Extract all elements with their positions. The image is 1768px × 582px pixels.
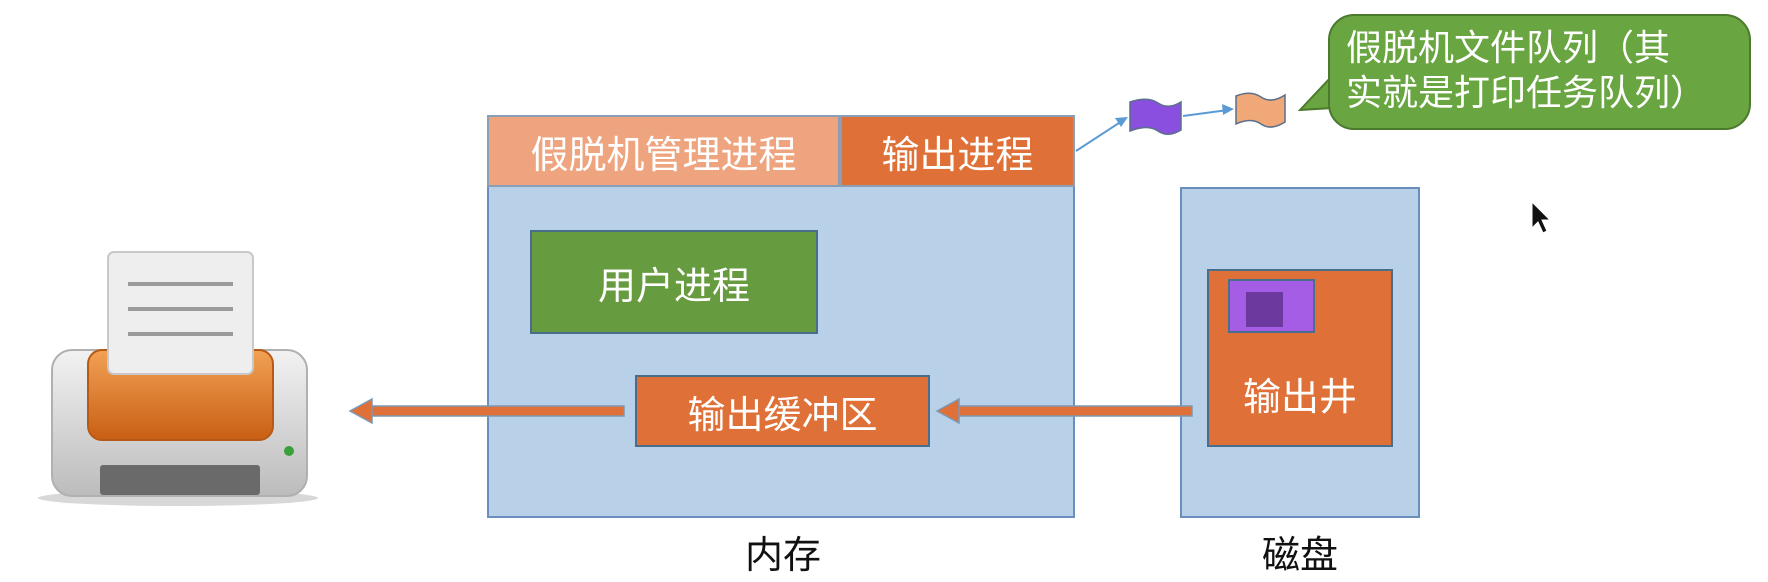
arrow-well-to-buffer [935,397,1193,425]
output-buffer: 输出缓冲区 [635,375,930,447]
printer-icon [38,251,318,506]
spool-manager-process: 假脱机管理进程 [487,115,840,187]
user-process-label: 用户进程 [597,263,750,308]
output-process-label: 输出进程 [881,132,1034,177]
queue-flag-icon [1129,98,1182,135]
output-process: 输出进程 [840,115,1075,187]
queue-flag-icon-2 [1235,92,1286,128]
spool-file-block-inner [1246,292,1283,327]
callout-bubble: 假脱机文件队列（其 实就是打印任务队列） [1328,14,1751,130]
cursor-icon [1531,200,1552,234]
disk-caption: 磁盘 [1261,532,1338,577]
output-buffer-label: 输出缓冲区 [687,392,878,437]
callout-line-1: 假脱机文件队列（其 [1346,28,1671,69]
memory-caption: 内存 [744,532,821,577]
queue-connector [1075,104,1234,152]
arrow-buffer-to-printer [348,397,625,425]
output-well-label: 输出井 [1242,374,1357,419]
spool-manager-label: 假脱机管理进程 [530,132,797,177]
callout-line-2: 实就是打印任务队列） [1346,73,1707,114]
user-process: 用户进程 [530,230,818,334]
